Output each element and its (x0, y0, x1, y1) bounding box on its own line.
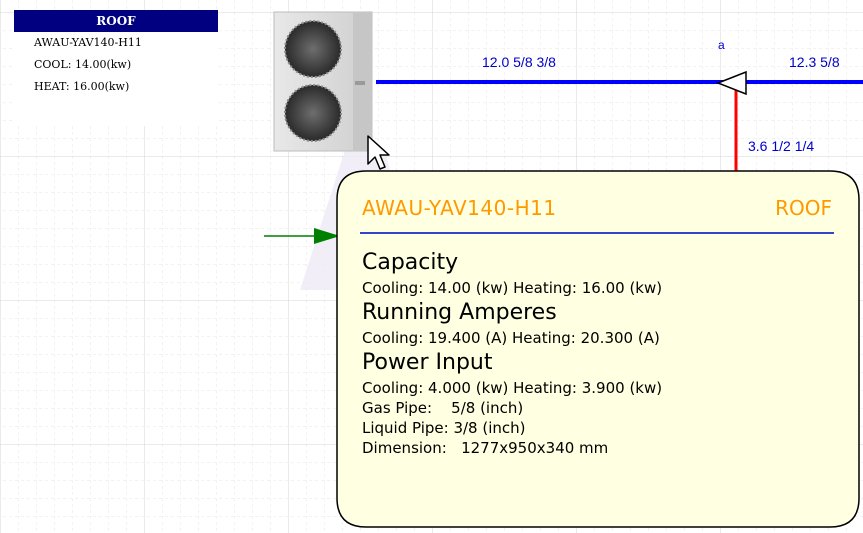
branch-pipe-label: 3.6 1/2 1/4 (748, 138, 815, 154)
capacity-heading: Capacity (362, 250, 459, 275)
tooltip-content: Capacity Cooling: 14.00 (kw) Heating: 16… (362, 248, 662, 458)
main-pipe-label-left: 12.0 5/8 3/8 (482, 54, 556, 70)
tooltip-location: ROOF (775, 196, 832, 220)
unit-model: AWAU-YAV140-H11 (34, 36, 142, 49)
unit-location: ROOF (14, 10, 218, 32)
dimension-line: Dimension: 1277x950x340 mm (362, 439, 609, 457)
unit-info-box: ROOF AWAU-YAV140-H11 COOL: 14.00(kw) HEA… (14, 10, 218, 126)
liquid-pipe-line: Liquid Pipe: 3/8 (inch) (362, 419, 526, 437)
unit-cool: COOL: 14.00(kw) (34, 58, 132, 71)
mouse-cursor-icon (367, 135, 390, 170)
main-pipe-label-right: 12.3 5/8 (789, 54, 840, 70)
gas-pipe-line: Gas Pipe: 5/8 (inch) (362, 399, 524, 417)
amperes-heading: Running Amperes (362, 300, 557, 325)
amperes-line: Cooling: 19.400 (A) Heating: 20.300 (A) (362, 329, 660, 347)
unit-heat: HEAT: 16.00(kw) (34, 80, 130, 93)
power-line: Cooling: 4.000 (kw) Heating: 3.900 (kw) (362, 379, 663, 397)
tooltip-balloon (336, 170, 860, 528)
power-heading: Power Input (362, 350, 493, 375)
tee-joint-icon[interactable] (716, 70, 752, 96)
tooltip-divider (360, 232, 834, 234)
pointer-arrow-icon (264, 228, 340, 244)
unit-tooltip: AWAU-YAV140-H11 ROOF Capacity Cooling: 1… (336, 170, 860, 528)
capacity-line: Cooling: 14.00 (kw) Heating: 16.00 (kw) (362, 279, 663, 297)
tooltip-model: AWAU-YAV140-H11 (362, 196, 557, 220)
outdoor-unit-icon[interactable] (273, 11, 373, 153)
node-label: a (718, 38, 725, 52)
